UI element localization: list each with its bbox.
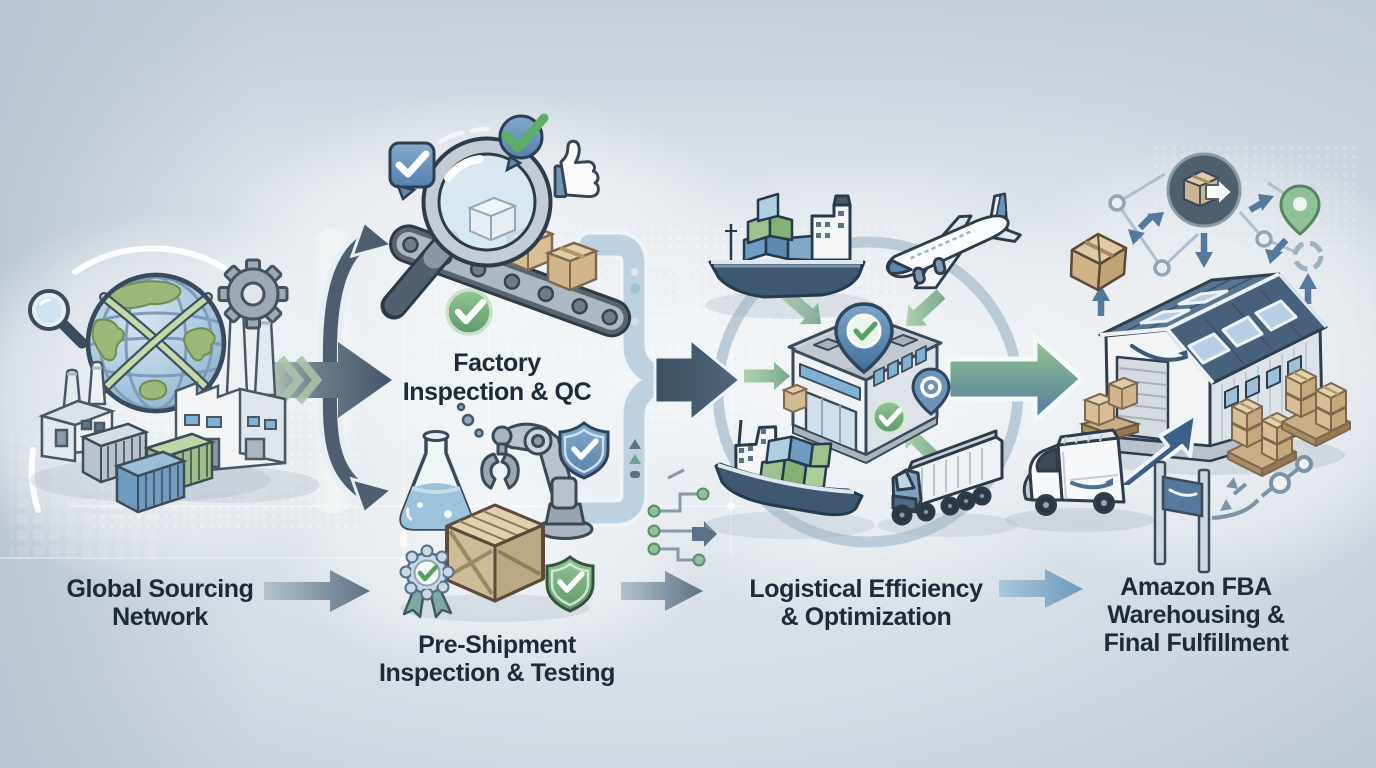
svg-text:Logistical Efficiency: Logistical Efficiency bbox=[749, 575, 983, 603]
svg-text:Factory: Factory bbox=[453, 349, 541, 377]
svg-text:Inspection & Testing: Inspection & Testing bbox=[379, 659, 615, 687]
svg-text:& Optimization: & Optimization bbox=[781, 603, 952, 631]
svg-text:Pre-Shipment: Pre-Shipment bbox=[418, 631, 577, 659]
svg-text:Amazon FBA: Amazon FBA bbox=[1120, 573, 1272, 601]
svg-text:Network: Network bbox=[112, 603, 208, 631]
svg-text:Inspection & QC: Inspection & QC bbox=[403, 378, 592, 406]
svg-text:Final Fulfillment: Final Fulfillment bbox=[1104, 629, 1290, 657]
svg-text:Warehousing &: Warehousing & bbox=[1107, 601, 1285, 629]
svg-text:Global Sourcing: Global Sourcing bbox=[66, 575, 253, 603]
